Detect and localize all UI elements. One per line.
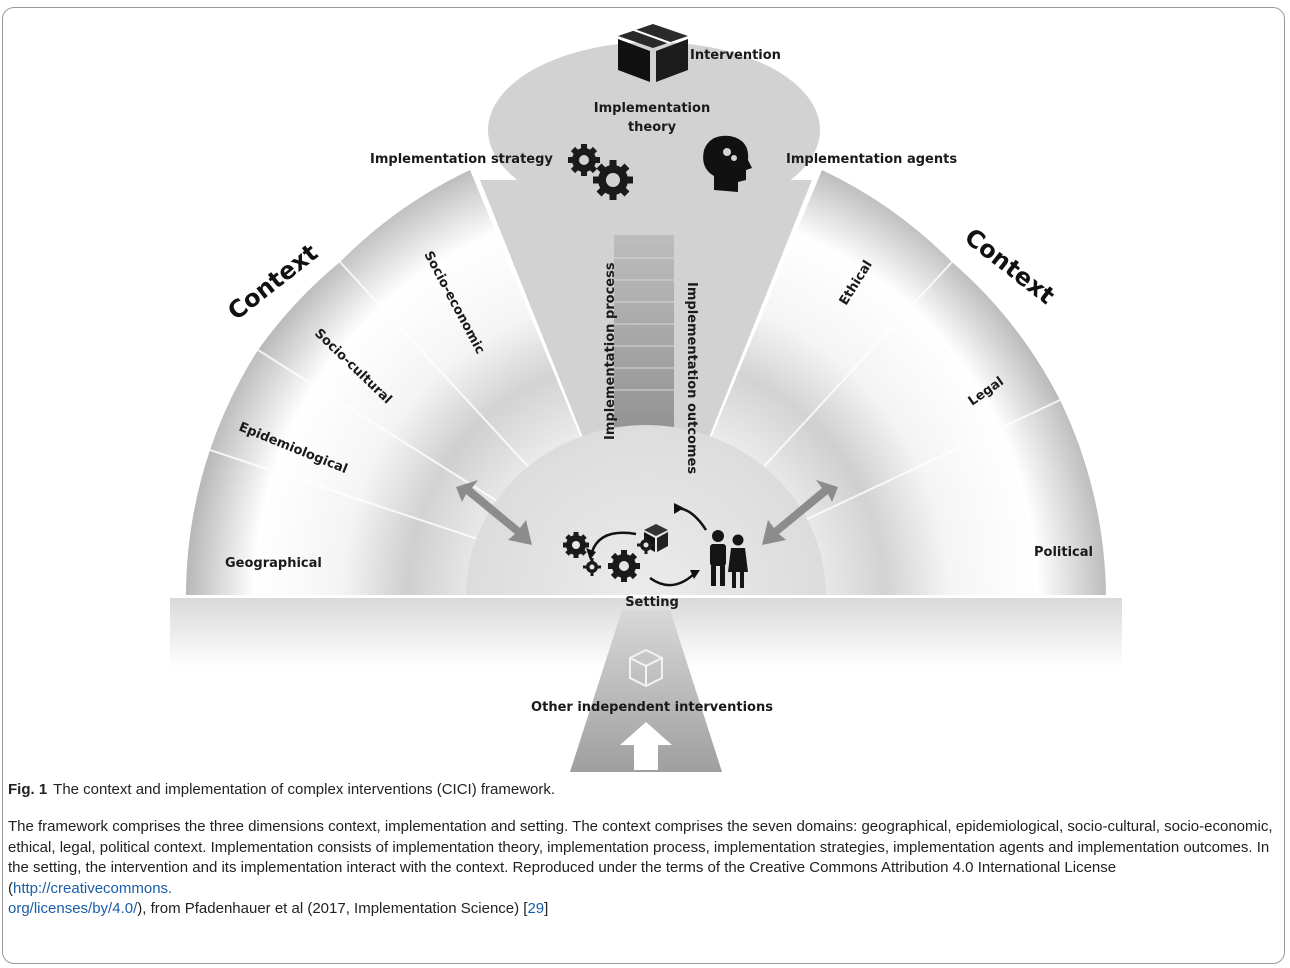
implementation-theory-label-2: theory xyxy=(628,120,677,135)
up-arrow-icon xyxy=(620,722,672,770)
figure-frame xyxy=(2,7,1285,964)
intervention-box-icon xyxy=(618,24,688,82)
caption-after-url: ), from Pfadenhauer et al (2017, Impleme… xyxy=(137,900,528,917)
implementation-strategy-label: Implementation strategy xyxy=(370,152,553,167)
head-icon xyxy=(703,135,752,192)
figure-label: Fig. 1 xyxy=(8,781,48,798)
implementation-outcomes-label: Implementation outcomes xyxy=(684,282,699,474)
implementation-theory-label-1: Implementation xyxy=(594,101,710,116)
other-interventions-label: Other independent interventions xyxy=(531,700,773,715)
setting-label: Setting xyxy=(625,595,679,610)
cici-framework-diagram: Intervention Implementation theory Imple… xyxy=(170,24,1122,772)
reference-link[interactable]: 29 xyxy=(527,900,545,917)
license-link-part1[interactable]: http://creativecommons. xyxy=(13,879,173,897)
license-link-part2[interactable]: org/licenses/by/4.0/ xyxy=(8,900,138,917)
implementation-agents-label: Implementation agents xyxy=(786,152,957,167)
implementation-process-label: Implementation process xyxy=(603,262,618,440)
left-double-arrow xyxy=(456,480,532,545)
gears-icon xyxy=(568,144,633,200)
right-double-arrow xyxy=(762,480,838,545)
caption-body-text: The framework comprises the three dimens… xyxy=(8,818,1273,897)
domain-label-geographical: Geographical xyxy=(225,556,322,571)
intervention-label: Intervention xyxy=(690,48,781,63)
other-interventions-road xyxy=(570,610,722,772)
people-icon xyxy=(710,530,748,588)
cycle-arrowheads xyxy=(586,503,700,579)
setting-gears-icon xyxy=(563,532,655,582)
caption-end: ] xyxy=(544,900,549,917)
caption-body: The framework comprises the three dimens… xyxy=(8,817,1278,920)
caption-title-line: Fig. 1 The context and implementation of … xyxy=(8,780,1278,800)
figure-caption: Fig. 1 The context and implementation of … xyxy=(8,780,1278,920)
caption-title: The context and implementation of comple… xyxy=(53,781,556,798)
faint-box-icon xyxy=(629,648,663,688)
domain-label-political: Political xyxy=(1034,545,1093,560)
